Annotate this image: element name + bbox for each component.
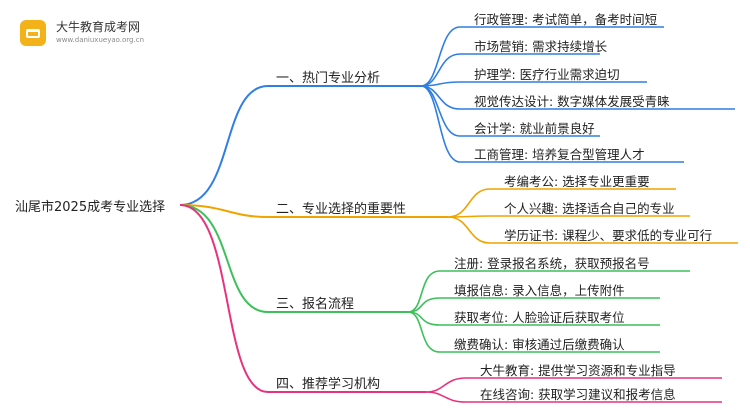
logo-name: 大牛教育成考网: [56, 20, 141, 34]
logo-url: www.daniuxueyao.org.cn: [56, 36, 145, 44]
connector-b1-2: [447, 216, 738, 244]
leaf-b0-4: 会计学: 就业前景良好: [474, 121, 595, 136]
leaf-b2-3: 缴费确认: 审核通过后缴费确认: [454, 337, 625, 352]
leaf-b0-5: 工商管理: 培养复合型管理人才: [474, 147, 645, 162]
leaf-b0-0: 行政管理: 考试简单，备考时间短: [474, 12, 658, 27]
leaf-b2-1: 填报信息: 录入信息，上传附件: [454, 283, 625, 298]
connector-b0-5: [420, 85, 684, 163]
leaf-b3-0: 大牛教育: 提供学习资源和专业指导: [480, 363, 676, 378]
leaf-b3-1: 在线咨询: 获取学习建议和报考信息: [480, 387, 676, 402]
connector-b2-1: [407, 297, 660, 313]
leaf-b0-2: 护理学: 医疗行业需求迫切: [474, 67, 620, 82]
graduation-cap-icon: [20, 20, 46, 46]
connector-b0-3: [420, 85, 735, 110]
connector-b2-0: [407, 270, 690, 313]
branch-registration: 三、报名流程: [276, 297, 355, 312]
leaf-b1-1: 个人兴趣: 选择适合自己的专业: [504, 201, 675, 216]
connector-b3-1: [425, 391, 722, 403]
connector-b2: [179, 204, 408, 313]
connector-b2-3: [407, 311, 660, 353]
connector-b0-0: [420, 26, 664, 87]
branch-institutions: 四、推荐学习机构: [276, 377, 381, 392]
connector-b1-0: [447, 188, 676, 218]
connector-b1: [179, 204, 448, 218]
branch-importance: 二、专业选择的重要性: [276, 202, 407, 217]
connector-b3: [179, 204, 426, 393]
connector-b0: [179, 85, 421, 206]
logo: 大牛教育成考网 www.daniuxueyao.org.cn: [14, 14, 214, 50]
leaf-b2-0: 注册: 登录报名系统，获取预报名号: [454, 256, 650, 271]
leaf-b0-3: 视觉传达设计: 数字媒体发展受青睐: [474, 94, 670, 109]
leaf-b1-0: 考编考公: 选择专业更重要: [504, 174, 650, 189]
root-topic: 汕尾市2025成考专业选择: [15, 200, 166, 215]
leaf-b0-1: 市场营销: 需求持续增长: [474, 39, 608, 54]
branch-hot-majors: 一、热门专业分析: [276, 71, 381, 86]
leaf-b1-2: 学历证书: 课程少、要求低的专业可行: [504, 228, 713, 243]
connector-b3-0: [425, 377, 722, 393]
leaf-b2-2: 获取考位: 人脸验证后获取考位: [454, 310, 625, 325]
connector-b0-1: [420, 53, 600, 87]
